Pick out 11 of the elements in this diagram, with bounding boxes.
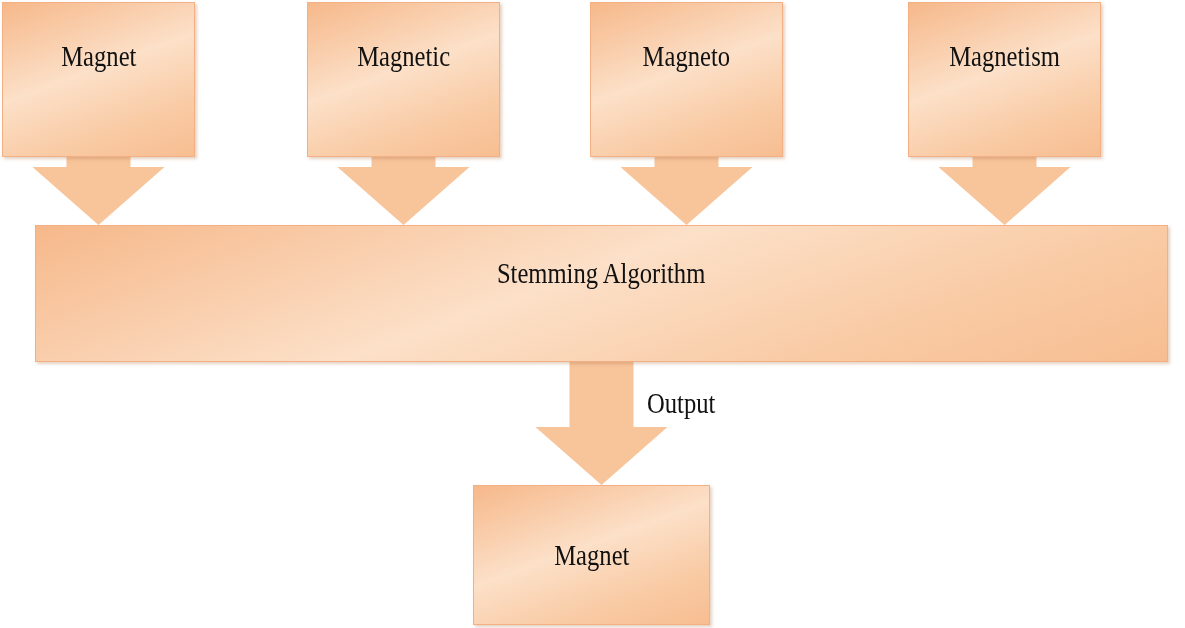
process-box: Magnetic: [307, 2, 500, 157]
process-box: Magnet: [473, 485, 710, 625]
block-arrow: [337, 157, 470, 225]
process-box: Magnetism: [908, 2, 1101, 157]
process-box: Magneto: [590, 2, 783, 157]
process-box: Stemming Algorithm: [35, 225, 1168, 362]
block-arrow: [32, 157, 165, 225]
block-arrow: [535, 362, 668, 485]
process-box: Magnet: [2, 2, 195, 157]
block-arrow: [620, 157, 753, 225]
block-arrow: [938, 157, 1071, 225]
